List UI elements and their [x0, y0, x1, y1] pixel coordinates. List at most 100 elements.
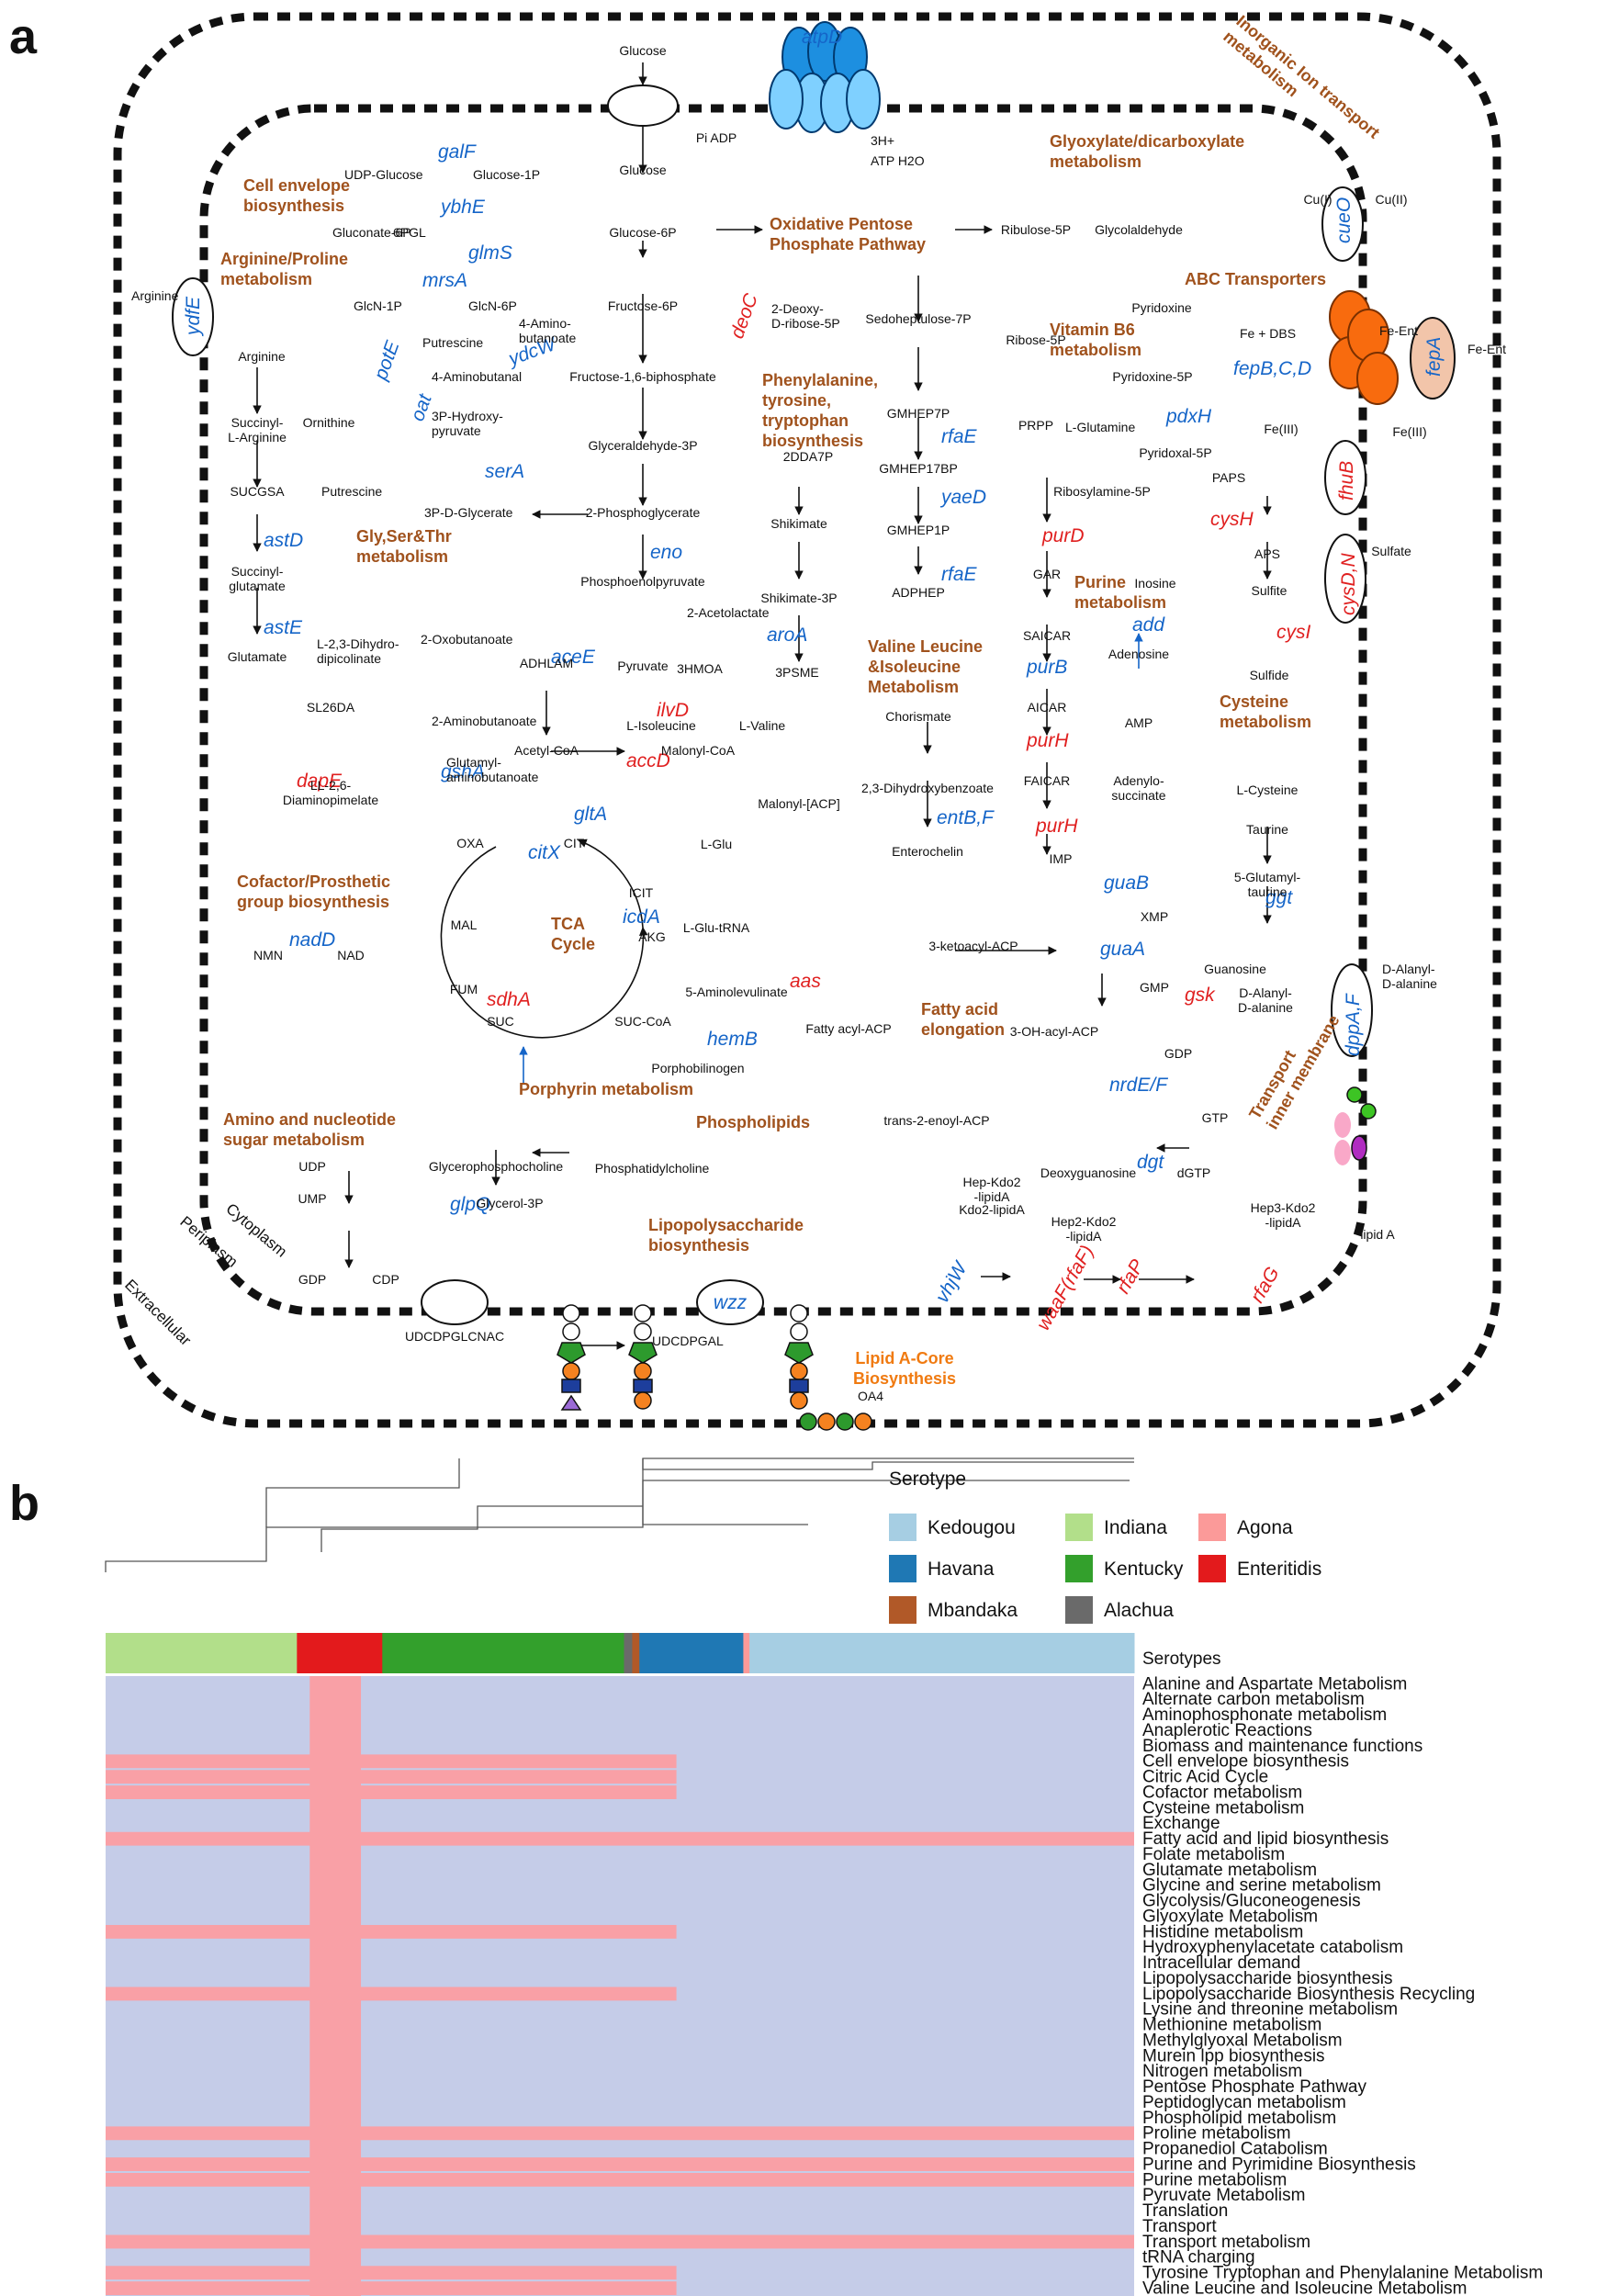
fep-transporter-icon [1329, 290, 1399, 405]
metabolite-label: Sedoheptulose-7P [865, 311, 971, 326]
gene-label: gsk [1185, 985, 1216, 1006]
heatmap-row-band [106, 2126, 1134, 2141]
heatmap-row-labels: Alanine and Aspartate MetabolismAlternat… [1142, 1674, 1543, 2296]
gene-label: fepA [1423, 337, 1445, 377]
metabolite-label: L-Isoleucine [626, 718, 696, 733]
gene-label: potE [370, 337, 404, 383]
metabolite-label: 3PSME [775, 665, 818, 680]
metabolite-label: Glycerol-3P [476, 1196, 543, 1210]
heatmap-row-label: Cofactor metabolism [1142, 1783, 1302, 1802]
heatmap-row-label: Propanediol Catabolism [1142, 2140, 1328, 2159]
metabolite-label: SUCGSA [230, 484, 285, 499]
heatmap-row-label: Valine Leucine and Isoleucine Metabolism [1142, 2279, 1467, 2296]
gene-label: purB [1026, 657, 1067, 678]
metabolite-label: Kdo2-lipidA [959, 1202, 1025, 1217]
heatmap-row-label: Transport [1142, 2217, 1217, 2236]
metabolite-label: AKG [638, 929, 666, 944]
heatmap-row-label: Alanine and Aspartate Metabolism [1142, 1674, 1407, 1694]
metabolite-label: GDP [298, 1272, 326, 1287]
lps-chains [557, 1086, 1377, 1431]
gene-label: galF [438, 141, 477, 163]
pathway-label: Porphyrin metabolism [519, 1080, 693, 1098]
metabolite-label: 3HMOA [677, 661, 723, 676]
legend-item-label: Indiana [1104, 1517, 1167, 1538]
metabolite-label: AMP [1125, 715, 1153, 730]
heatmap-row-label: Methionine metabolism [1142, 2016, 1321, 2035]
metabolite-label: D-Alanyl-D-alanine [1382, 962, 1437, 991]
metabolite-label: Fe + DBS [1240, 326, 1296, 341]
metabolite-label: GTP [1202, 1110, 1229, 1125]
gene-label: atpD [802, 27, 842, 48]
gene-label: eno [650, 542, 682, 563]
heatmap-row-label: Exchange [1142, 1814, 1220, 1833]
serotype-segment [632, 1633, 640, 1673]
metabolite-label: ATP H2O [871, 153, 925, 168]
metabolite-label: Arginine [238, 349, 286, 364]
metabolite-label: 2-Phosphoglycerate [586, 505, 701, 520]
heatmap-row-label: Peptidoglycan metabolism [1142, 2093, 1346, 2112]
heatmap-row-label: Phospholipid metabolism [1142, 2109, 1336, 2128]
legend-swatch [1065, 1514, 1093, 1541]
metabolite-label: 2-Aminobutanoate [432, 714, 537, 728]
gene-label: ggt [1265, 887, 1293, 908]
metabolite-label: Enterochelin [892, 844, 963, 859]
heatmap-row-label: Glycine and serine metabolism [1142, 1876, 1381, 1896]
heatmap-row-label: Folate metabolism [1142, 1845, 1285, 1864]
metabolite-label: Inosine [1134, 576, 1175, 591]
metabolite-label: GDP [1164, 1046, 1192, 1061]
gene-label: nadD [289, 929, 335, 951]
metabolite-label: ADPHEP [892, 585, 945, 600]
heatmap-row-label: Glutamate metabolism [1142, 1861, 1317, 1880]
gene-label: guaA [1100, 939, 1145, 960]
serotype-segment [639, 1633, 744, 1673]
metabolite-label: Glucose [619, 43, 667, 58]
metabolite-label: Malonyl-CoA [661, 743, 736, 758]
serotype-bar [106, 1633, 1135, 1673]
metabolite-label: Malonyl-[ACP] [758, 796, 839, 811]
legend-swatch [889, 1596, 916, 1624]
metabolite-label: Deoxyguanosine [1040, 1165, 1137, 1180]
metabolite-label: Succinyl-L-Arginine [228, 415, 287, 445]
heatmap-row-label: Purine metabolism [1142, 2170, 1287, 2189]
metabolite-label: Ribosylamine-5P [1053, 484, 1151, 499]
legend-swatch [1198, 1514, 1226, 1541]
metabolite-label: Hep3-Kdo2-lipidA [1251, 1200, 1316, 1230]
metabolite-label: APS [1254, 546, 1280, 561]
gene-label: aceE [551, 647, 596, 668]
metabolite-label: 2-Deoxy-D-ribose-5P [771, 301, 840, 331]
heatmap-row-label: Translation [1142, 2201, 1228, 2221]
serotype-segment [382, 1633, 624, 1673]
gene-label: glpQ [450, 1194, 490, 1215]
heatmap-row-band [106, 1925, 677, 1939]
metabolite-label: Glucose [619, 163, 667, 177]
metabolite-label: Glucose-6P [609, 225, 676, 240]
heatmap-row-label: Pyruvate Metabolism [1142, 2186, 1305, 2205]
serotype-segment [624, 1633, 633, 1673]
metabolite-label: 3P-D-Glycerate [424, 505, 513, 520]
metabolite-label: Pi ADP [696, 130, 737, 145]
metabolite-label: trans-2-enoyl-ACP [883, 1113, 989, 1128]
legend-item-label: Mbandaka [928, 1600, 1018, 1621]
gene-label: rfaE [941, 564, 978, 585]
metabolite-label: 3-OH-acyl-ACP [1010, 1024, 1098, 1039]
heatmap [106, 1676, 1134, 2296]
gene-label: cysI [1276, 622, 1311, 643]
metabolite-label: L-Cysteine [1237, 782, 1299, 797]
metabolite-label: GlcN-1P [354, 298, 402, 313]
legend-item-label: Agona [1237, 1517, 1293, 1538]
gene-label: glmS [468, 242, 512, 264]
heatmap-background [106, 1676, 1134, 2296]
